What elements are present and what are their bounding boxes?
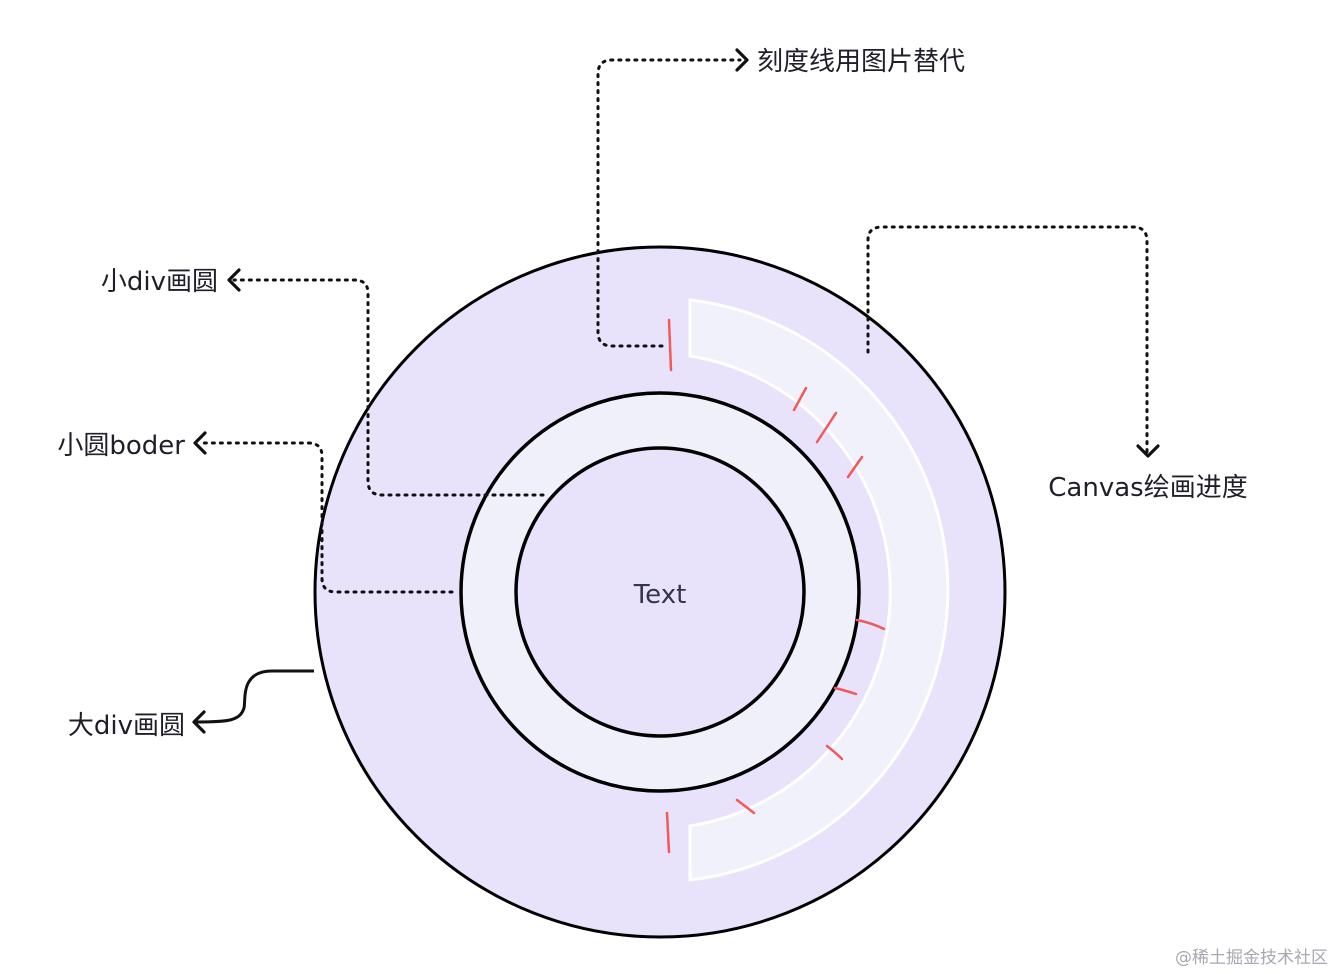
tick-mark xyxy=(792,386,808,412)
tick-mark xyxy=(667,318,673,372)
watermark: @稀土掘金技术社区 xyxy=(1175,948,1328,968)
center-text: Text xyxy=(633,580,687,610)
tick-mark xyxy=(833,686,858,696)
connector-small-div-label xyxy=(232,278,545,497)
tick-mark xyxy=(665,811,671,854)
tick-mark xyxy=(735,798,756,815)
label-canvas-progress: Canvas绘画进度 xyxy=(1048,473,1247,503)
connector-tick-label xyxy=(596,58,742,348)
arrow-tick-label xyxy=(735,48,749,72)
label-small-circle-border: 小圆boder xyxy=(57,431,185,461)
arrow-small-div-label xyxy=(227,268,241,292)
label-tick-replacement: 刻度线用图片替代 xyxy=(757,47,965,77)
label-big-div-circle: 大div画圆 xyxy=(68,711,185,741)
arrow-big-div-label xyxy=(192,710,206,734)
tick-mark xyxy=(825,744,844,761)
tick-marks xyxy=(665,318,886,854)
tick-mark xyxy=(855,618,886,631)
connector-border-label xyxy=(198,441,454,594)
arrow-border-label xyxy=(193,431,207,455)
arrow-canvas-label xyxy=(1136,444,1160,458)
small-div-circle xyxy=(514,446,806,738)
tick-mark xyxy=(815,411,838,444)
connector-canvas-label xyxy=(866,225,1149,454)
label-small-div-circle: 小div画圆 xyxy=(101,267,218,297)
connector-big-div-label xyxy=(195,669,314,724)
canvas-progress-arc xyxy=(688,298,950,882)
tick-mark xyxy=(846,455,864,479)
